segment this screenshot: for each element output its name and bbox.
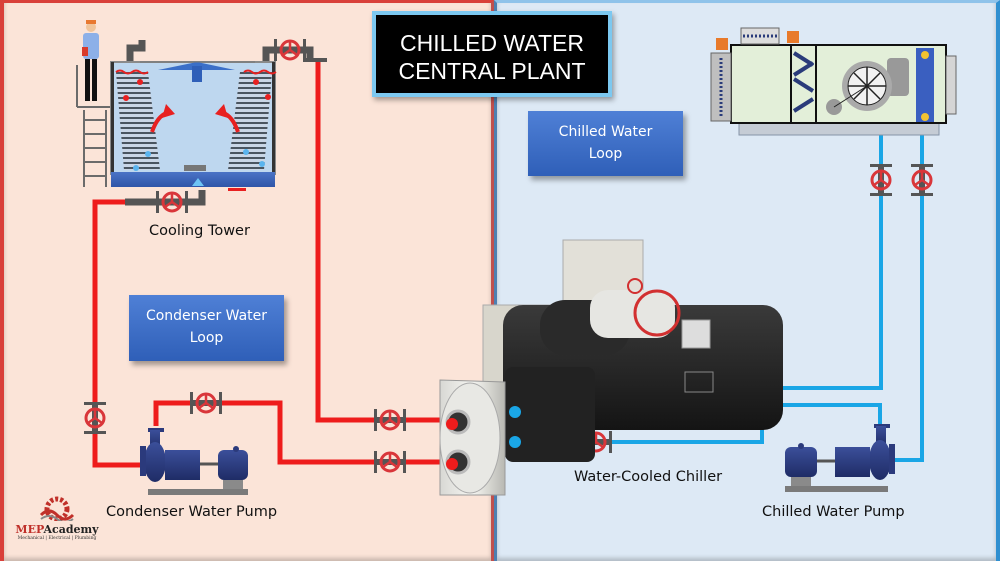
loop-label-line-1: Chilled Water — [558, 124, 653, 140]
cw-supply-to-tower — [315, 62, 448, 423]
loop-label-line-2: Loop — [588, 146, 623, 162]
condenser-pump-label: Condenser Water Pump — [106, 504, 278, 520]
tower-outlet-valve-icon — [156, 191, 188, 213]
chiller-cw-inlet-valve-icon — [374, 409, 406, 431]
logo-brand: MEPAcademy — [15, 523, 99, 536]
chiller-label: Water-Cooled Chiller — [574, 469, 723, 485]
mep-academy-logo: MEPAcademy Mechanical | Electrical | Plu… — [12, 493, 102, 549]
cooling-tower — [76, 20, 327, 206]
condenser-water-loop-label: Condenser Water Loop — [129, 295, 284, 361]
cw-pump-discharge-valve-icon — [190, 392, 222, 414]
ahu-supply-valve-icon — [870, 164, 892, 196]
cooling-tower-label: Cooling Tower — [149, 223, 250, 239]
air-handling-unit — [710, 27, 957, 136]
diagram-title: CHILLED WATER CENTRAL PLANT — [372, 11, 612, 97]
condenser-water-pump — [140, 428, 248, 495]
loop-label-line-2: Loop — [189, 330, 224, 346]
title-line-2: CENTRAL PLANT — [398, 58, 586, 84]
water-cooled-chiller — [439, 239, 783, 496]
ladder — [76, 65, 111, 187]
technician-figure — [82, 20, 99, 101]
chilled-water-loop-label: Chilled Water Loop — [528, 111, 683, 176]
ahu-return-valve-icon — [911, 164, 933, 196]
cw-pump-discharge — [153, 400, 448, 465]
chw-pump-to-ahu — [893, 118, 924, 462]
title-line-1: CHILLED WATER — [399, 30, 585, 56]
cw-return-valve-icon — [84, 402, 106, 434]
chilled-water-pump — [785, 424, 895, 492]
gear-wave-icon — [39, 496, 75, 523]
cw-return-from-tower — [92, 199, 146, 468]
chilled-pump-label: Chilled Water Pump — [762, 504, 905, 520]
loop-label-line-1: Condenser Water — [145, 308, 268, 324]
tower-inlet-valve-icon — [274, 39, 306, 61]
chiller-cw-outlet-valve-icon — [374, 451, 406, 473]
logo-tagline: Mechanical | Electrical | Plumbing — [17, 536, 97, 541]
